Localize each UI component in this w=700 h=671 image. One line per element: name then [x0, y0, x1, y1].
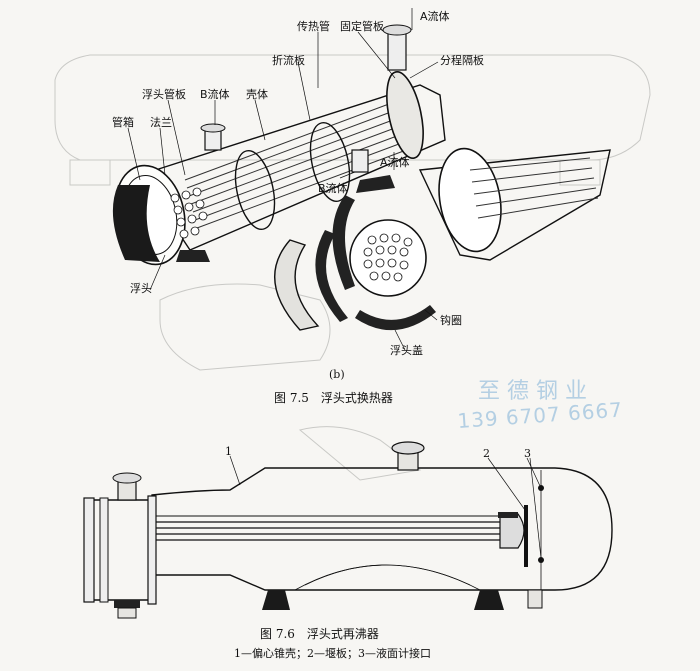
label-heat-tube: 传热管	[297, 19, 330, 33]
callout-2: 2	[483, 447, 490, 460]
floating-head-reboiler-illustration	[83, 441, 613, 619]
background-ghost-drawing	[54, 54, 651, 481]
label-flange: 法兰	[150, 115, 172, 129]
label-floating-head-cover: 浮头盖	[390, 343, 423, 357]
label-hook-ring: 钩圈	[440, 313, 462, 327]
label-fluid-a-top: A流体	[420, 9, 450, 23]
label-fluid-b-top: B流体	[200, 87, 230, 101]
floating-head-exploded-illustration	[274, 147, 611, 331]
callout-3: 3	[524, 447, 531, 460]
label-fluid-b-bottom: B流体	[318, 181, 348, 195]
callout-1: 1	[225, 445, 232, 458]
floating-head-exchanger-illustration	[112, 24, 446, 266]
figure-7-5-caption: 图 7.5 浮头式换热器	[274, 391, 393, 405]
label-floating-tubesheet: 浮头管板	[142, 87, 186, 101]
label-fluid-a-bottom: A流体	[380, 155, 410, 169]
label-channel-box: 管箱	[112, 115, 134, 129]
label-baffle: 折流板	[272, 53, 305, 67]
callout-leaders	[229, 455, 542, 559]
label-fixed-tubesheet: 固定管板	[340, 19, 384, 33]
figure-7-6-legend: 1—偏心锥壳；2—堰板；3—液面计接口	[234, 646, 431, 660]
watermark-company: 至 德 钢 业	[478, 379, 587, 404]
label-floating-head: 浮头	[130, 282, 152, 295]
label-shell: 壳体	[246, 87, 268, 101]
figure-7-6-caption: 图 7.6 浮头式再沸器	[260, 627, 379, 641]
label-leaders	[127, 8, 439, 351]
panel-tag: (b)	[329, 368, 345, 381]
label-pass-partition: 分程隔板	[440, 53, 484, 67]
